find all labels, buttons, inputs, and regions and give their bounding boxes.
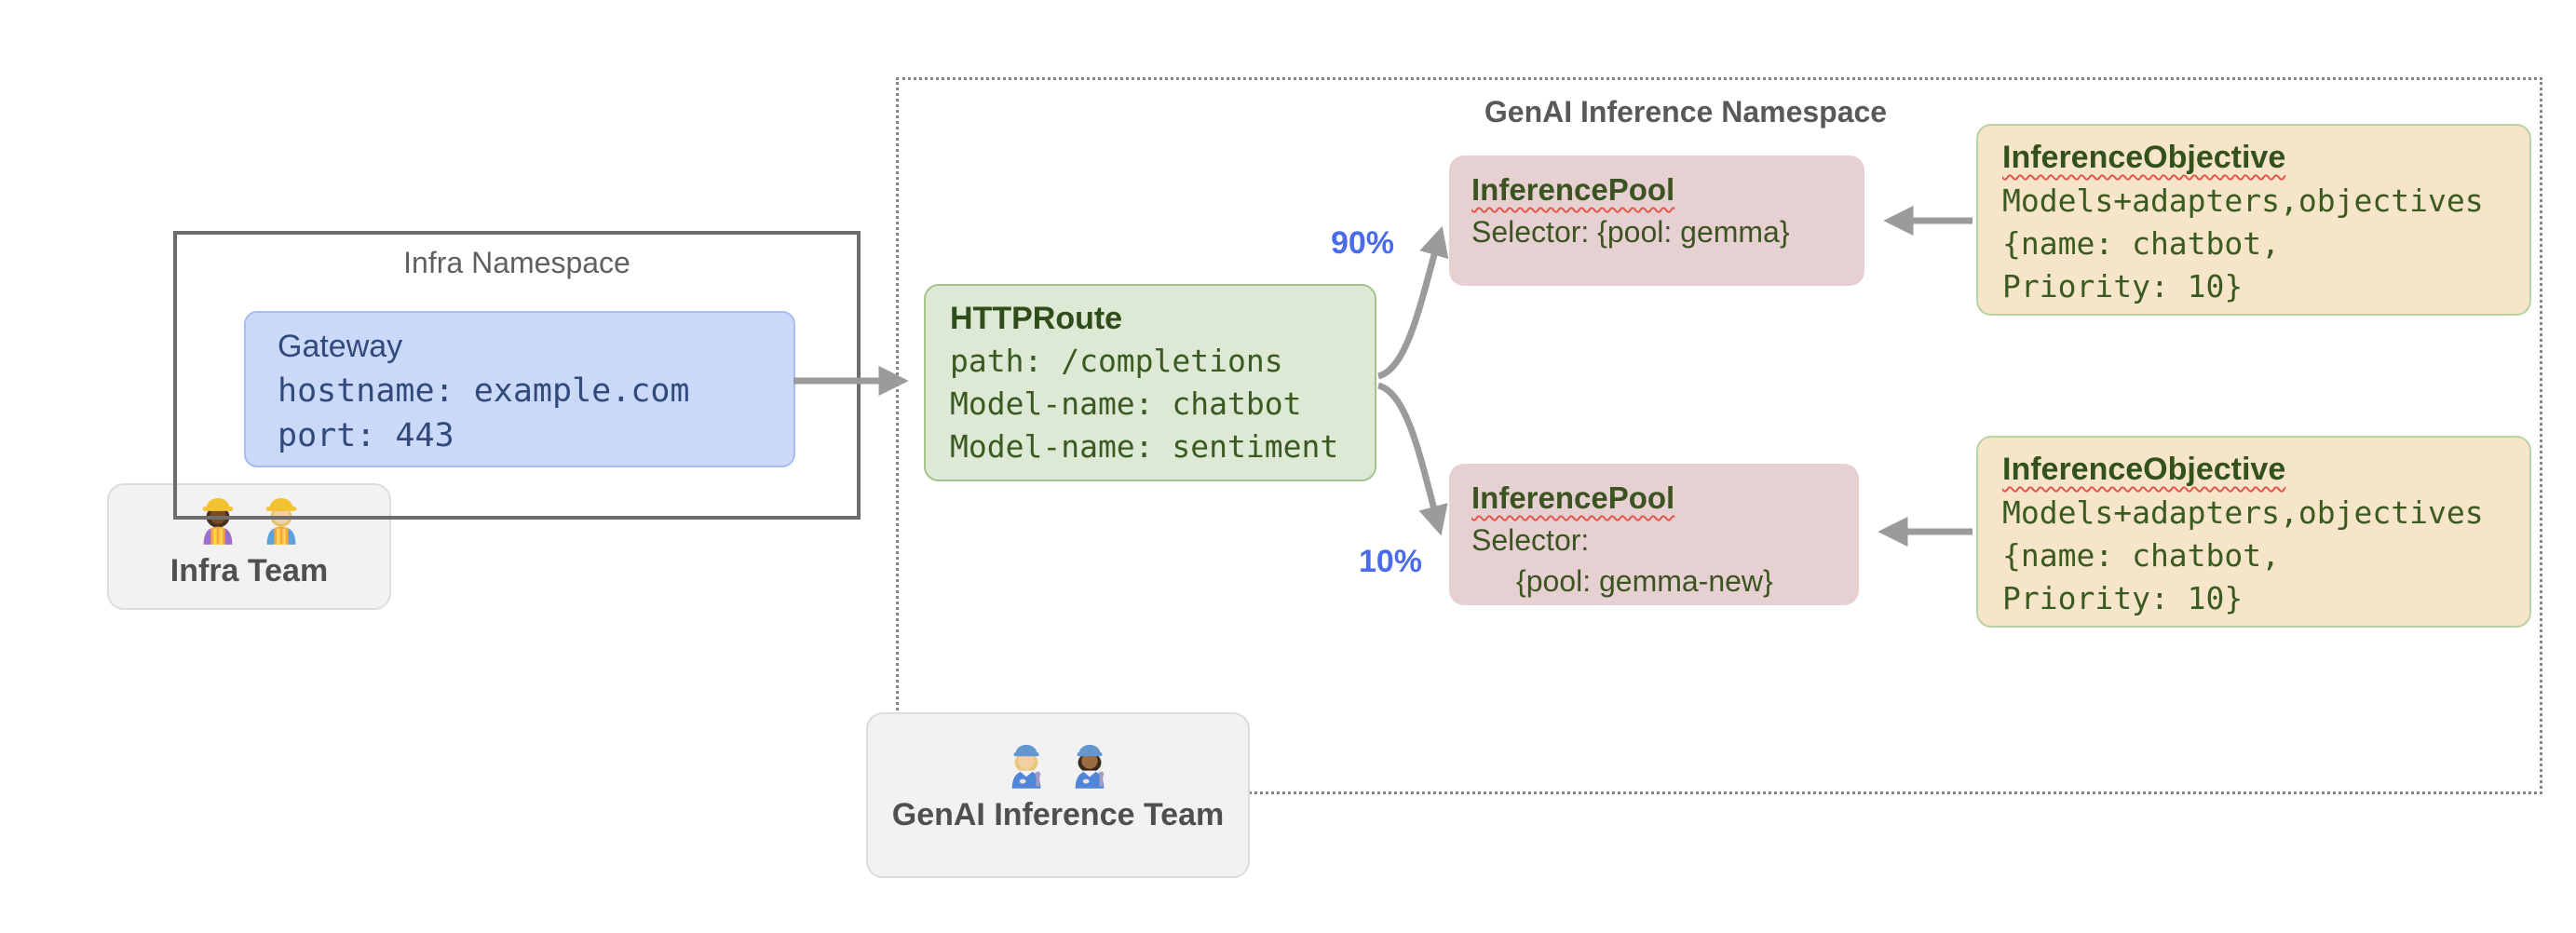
traffic-split-90-label: 90% xyxy=(1330,225,1395,261)
inference-pool-top-selector: Selector: {pool: gemma} xyxy=(1471,215,1790,249)
inference-objective-top-title: InferenceObjective xyxy=(2002,140,2286,175)
inference-objective-top-node: InferenceObjective Models+adapters,objec… xyxy=(1976,124,2531,316)
inference-objective-top-line-2: {name: chatbot, xyxy=(2002,225,2281,262)
inference-pool-top-node: InferencePool Selector: {pool: gemma} xyxy=(1449,156,1864,286)
inference-pool-top-title: InferencePool xyxy=(1471,172,1675,207)
genai-team-emoji-row xyxy=(868,737,1248,793)
genai-inference-namespace-box xyxy=(896,77,2542,794)
gateway-node: Gateway hostname: example.com port: 443 xyxy=(244,311,795,467)
inference-objective-top-line-3: Priority: 10} xyxy=(2002,268,2244,304)
infra-team-label: Infra Team xyxy=(169,553,329,588)
infra-team-emoji-row xyxy=(109,493,389,549)
httproute-title: HTTPRoute xyxy=(950,301,1123,336)
traffic-split-10-label: 10% xyxy=(1358,544,1423,579)
gateway-port: port: 443 xyxy=(278,417,454,454)
woman-construction-worker-emoji xyxy=(197,493,239,549)
httproute-model-2: Model-name: sentiment xyxy=(950,428,1339,465)
infra-team-box: Infra Team xyxy=(107,483,391,610)
infra-namespace-title: Infra Namespace xyxy=(403,246,630,279)
infra-namespace-box: Infra Namespace Gateway hostname: exampl… xyxy=(173,231,861,520)
inference-pool-bottom-title: InferencePool xyxy=(1471,480,1675,515)
man-mechanic-emoji xyxy=(1068,737,1111,793)
httproute-node: HTTPRoute path: /completions Model-name:… xyxy=(924,284,1376,481)
inference-objective-bottom-title: InferenceObjective xyxy=(2002,452,2286,487)
httproute-model-1: Model-name: chatbot xyxy=(950,385,1302,422)
genai-team-label: GenAI Inference Team xyxy=(891,797,1225,832)
inference-pool-bottom-node: InferencePool Selector: {pool: gemma-new… xyxy=(1449,464,1859,605)
woman-mechanic-emoji xyxy=(1005,737,1048,793)
inference-objective-bottom-line-3: Priority: 10} xyxy=(2002,580,2244,616)
inference-pool-bottom-selector-value: {pool: gemma-new} xyxy=(1516,564,1773,598)
man-construction-worker-emoji xyxy=(260,493,303,549)
inference-pool-bottom-selector: Selector: xyxy=(1471,523,1590,557)
gateway-hostname: hostname: example.com xyxy=(278,372,690,410)
gateway-title: Gateway xyxy=(278,329,403,364)
httproute-path: path: /completions xyxy=(950,343,1283,379)
inference-objective-top-line-1: Models+adapters,objectives xyxy=(2002,183,2484,219)
genai-inference-namespace-title: GenAI Inference Namespace xyxy=(1484,95,1888,128)
inference-objective-bottom-line-1: Models+adapters,objectives xyxy=(2002,494,2484,531)
inference-objective-bottom-line-2: {name: chatbot, xyxy=(2002,537,2281,574)
genai-inference-team-box: GenAI Inference Team xyxy=(866,712,1250,878)
inference-objective-bottom-node: InferenceObjective Models+adapters,objec… xyxy=(1976,436,2531,628)
